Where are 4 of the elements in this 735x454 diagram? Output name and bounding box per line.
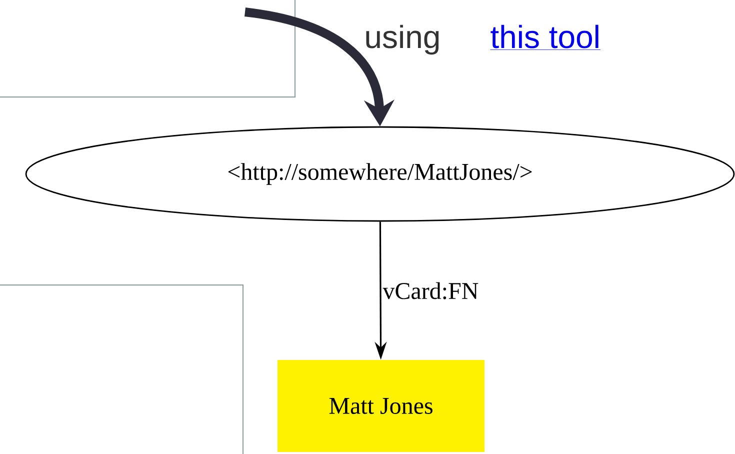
caption-text: using — [366, 24, 439, 55]
link: this tool — [490, 24, 601, 50]
literal-box: Matt Jones — [278, 360, 484, 452]
edge-label: vCard:FN — [382, 281, 480, 300]
